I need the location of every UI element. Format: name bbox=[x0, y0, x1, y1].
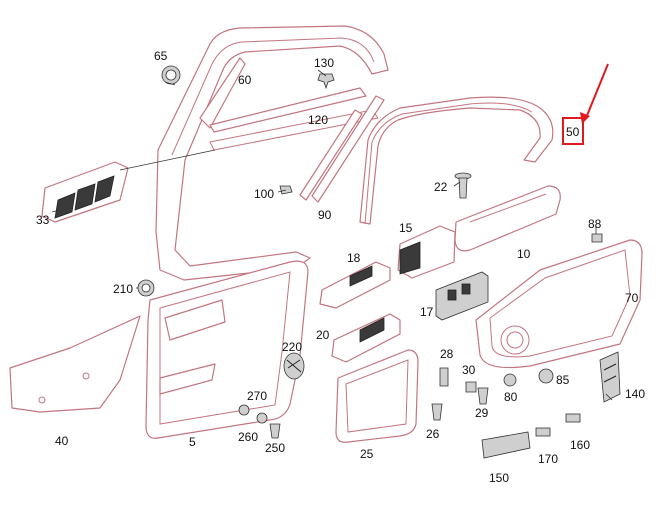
label-25: 25 bbox=[360, 447, 374, 461]
label-70: 70 bbox=[625, 291, 639, 305]
label-100: 100 bbox=[254, 187, 274, 201]
switch-unit-17 bbox=[435, 271, 489, 321]
switch-20 bbox=[331, 313, 401, 363]
label-120: 120 bbox=[308, 113, 328, 127]
clip-28 bbox=[439, 367, 449, 387]
label-210: 210 bbox=[113, 282, 133, 296]
label-15: 15 bbox=[399, 221, 413, 235]
label-28: 28 bbox=[440, 347, 454, 361]
label-50: 50 bbox=[566, 125, 580, 139]
bracket-140 bbox=[599, 351, 621, 403]
label-60: 60 bbox=[238, 73, 252, 87]
screw-29 bbox=[477, 387, 489, 405]
label-140: 140 bbox=[625, 387, 645, 401]
window-seal-part bbox=[359, 96, 554, 225]
label-20: 20 bbox=[316, 328, 330, 342]
handle-150 bbox=[481, 431, 531, 459]
label-220: 220 bbox=[282, 340, 302, 354]
label-170: 170 bbox=[538, 452, 558, 466]
highlight-arrow bbox=[580, 63, 609, 124]
label-10: 10 bbox=[517, 247, 531, 261]
clip-270 bbox=[238, 404, 250, 416]
label-40: 40 bbox=[55, 434, 69, 448]
grommet-210 bbox=[137, 279, 155, 297]
screw-26 bbox=[431, 403, 443, 421]
label-22: 22 bbox=[434, 180, 448, 194]
label-26: 26 bbox=[426, 427, 440, 441]
clip-130 bbox=[317, 73, 335, 90]
grip-10 bbox=[454, 185, 561, 252]
label-30: 30 bbox=[462, 363, 476, 377]
label-85: 85 bbox=[556, 373, 570, 387]
label-150: 150 bbox=[489, 471, 509, 485]
door-panel-70 bbox=[475, 239, 643, 369]
label-160: 160 bbox=[570, 438, 590, 452]
sheet-40 bbox=[9, 315, 141, 413]
label-5: 5 bbox=[189, 435, 196, 449]
label-65: 65 bbox=[154, 49, 168, 63]
clip-80 bbox=[503, 373, 517, 387]
label-130: 130 bbox=[314, 56, 334, 70]
screw-22 bbox=[454, 172, 472, 199]
label-90: 90 bbox=[318, 208, 332, 222]
label-88: 88 bbox=[588, 217, 602, 231]
screw-250 bbox=[269, 423, 281, 439]
leader-lines bbox=[51, 69, 613, 401]
speaker-grille-220 bbox=[283, 352, 305, 380]
clip-260 bbox=[256, 412, 268, 424]
highlight-box bbox=[562, 117, 584, 145]
switch-18 bbox=[319, 261, 391, 309]
label-250: 250 bbox=[265, 441, 285, 455]
door-frame-part bbox=[155, 25, 389, 281]
trim-25 bbox=[335, 349, 419, 443]
clip-88 bbox=[591, 233, 603, 243]
label-33: 33 bbox=[36, 213, 50, 227]
clip-170 bbox=[535, 427, 551, 437]
grommet-65 bbox=[161, 65, 181, 85]
label-17: 17 bbox=[420, 305, 434, 319]
label-80: 80 bbox=[504, 390, 518, 404]
label-29: 29 bbox=[475, 406, 489, 420]
screw-85 bbox=[538, 368, 554, 384]
door-panel-5 bbox=[145, 260, 309, 439]
handle-15 bbox=[397, 225, 456, 279]
label-260: 260 bbox=[238, 430, 258, 444]
clip-160 bbox=[565, 413, 581, 423]
label-270: 270 bbox=[247, 389, 267, 403]
switch-panel-33 bbox=[41, 161, 129, 223]
clip-30 bbox=[465, 381, 477, 393]
label-18: 18 bbox=[347, 251, 361, 265]
